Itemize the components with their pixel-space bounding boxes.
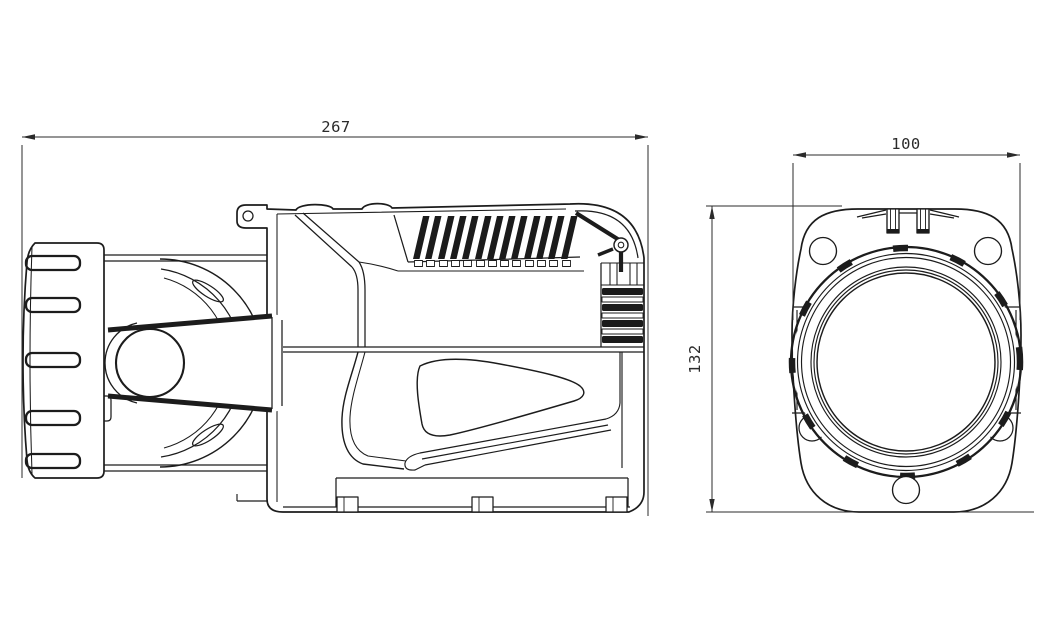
rear-corner-pivot bbox=[574, 211, 629, 272]
housing bbox=[236, 202, 645, 513]
yoke-slot-lower bbox=[191, 423, 225, 447]
arrowhead bbox=[793, 152, 806, 158]
dimension-width: 100 bbox=[792, 135, 1021, 320]
dimension-height-label: 132 bbox=[686, 344, 704, 374]
bezel bbox=[22, 242, 112, 479]
side-view bbox=[22, 202, 645, 513]
screw-hole-left bbox=[808, 236, 838, 266]
top-grip-vents bbox=[294, 212, 584, 272]
extension-lines-width bbox=[792, 163, 1021, 320]
pivot-knob bbox=[104, 322, 186, 404]
bottom-screw-hole bbox=[891, 475, 921, 505]
bezel-latch-tab bbox=[104, 395, 112, 422]
arrowhead bbox=[635, 134, 648, 140]
battery-section bbox=[341, 351, 623, 471]
front-view bbox=[788, 208, 1024, 513]
arrowhead bbox=[22, 134, 35, 140]
lanyard-hole bbox=[242, 210, 254, 222]
yoke-slot-upper bbox=[191, 279, 225, 303]
bezel-ribs bbox=[24, 254, 82, 470]
dimension-length-label: 267 bbox=[321, 118, 351, 136]
grip-pad bbox=[416, 358, 585, 437]
extension-lines-length bbox=[21, 145, 649, 516]
dimension-height: 132 bbox=[686, 205, 1034, 513]
base-plate bbox=[236, 477, 630, 513]
arrowhead bbox=[709, 499, 715, 512]
lens-assembly bbox=[788, 244, 1024, 480]
top-mounting-tabs bbox=[856, 208, 960, 234]
arrowhead bbox=[709, 206, 715, 219]
arrowhead bbox=[1007, 152, 1020, 158]
screw-hole-right bbox=[973, 236, 1003, 266]
lens-edge bbox=[816, 272, 996, 452]
extension-lines-height bbox=[706, 205, 1034, 513]
dimension-width-label: 100 bbox=[891, 135, 921, 153]
dimension-length: 267 bbox=[21, 118, 649, 516]
rear-rib-stack bbox=[600, 262, 644, 347]
